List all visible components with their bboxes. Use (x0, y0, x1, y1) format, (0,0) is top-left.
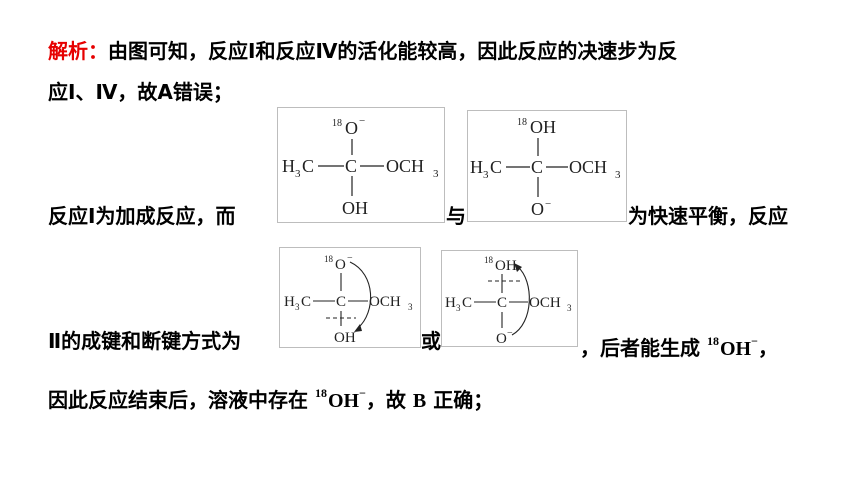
struct-a-h: H (282, 156, 295, 176)
para3-tail: ， (757, 336, 778, 360)
structure-b-box: 18 OH H 3 C C OCH 3 O − (467, 110, 627, 222)
struct-b-top-oh: OH (530, 117, 556, 137)
structure-d: 18 OH H 3 C C OCH 3 O − (445, 255, 572, 346)
struct-a-h-sub: 3 (295, 168, 301, 180)
struct-c-och: OCH (369, 294, 401, 310)
analysis-text-1: 由图可知，反应Ⅰ和反应Ⅳ的活化能较高，因此反应的决速步为反 (108, 39, 678, 63)
struct-d-left-c: C (462, 295, 472, 311)
para2-text-1: 反应Ⅰ为加成反应，而 (48, 204, 236, 228)
struct-c-bottom-oh: OH (334, 330, 356, 346)
struct-a-och-sub: 3 (433, 168, 439, 180)
struct-b-och: OCH (569, 157, 607, 177)
structure-b: 18 OH H 3 C C OCH 3 O − (470, 117, 621, 219)
struct-c-top-o: O (335, 257, 346, 273)
struct-b-left-c: C (490, 157, 502, 177)
para4-charge: − (359, 386, 366, 400)
struct-b-och-sub: 3 (615, 169, 621, 181)
struct-d-och: OCH (529, 295, 561, 311)
struct-b-center-c: C (531, 157, 543, 177)
para2-left: 反应Ⅰ为加成反应，而 (48, 203, 235, 229)
para4-text-2: ，故 (365, 388, 406, 412)
struct-c-center-c: C (336, 294, 346, 310)
para3-text-2: ，后者能生成 (580, 336, 700, 360)
para3-isotope: 18 (706, 334, 719, 348)
para4-text-3: 正确； (433, 388, 494, 412)
structure-a: 18 O − H 3 C C OCH 3 OH (282, 115, 439, 218)
para4-isotope: 18 (314, 386, 327, 400)
para3-connector: 或 (421, 328, 441, 354)
struct-b-h: H (470, 157, 483, 177)
para2-connector: 与 (446, 203, 466, 229)
struct-b-bottom-o: O (531, 199, 544, 219)
structure-c-box: 18 O − H 3 C C OCH 3 OH (279, 247, 421, 348)
struct-c-left-c: C (301, 294, 311, 310)
struct-a-top-atom: O (345, 118, 358, 138)
analysis-line-2: 应Ⅰ、Ⅳ，故A错误； (48, 79, 233, 105)
para2-connector-text: 与 (446, 204, 466, 228)
struct-c-top-charge: − (347, 253, 353, 264)
para2-text-2: 为快速平衡，反应 (628, 204, 788, 228)
struct-b-h-sub: 3 (483, 169, 489, 181)
para3-charge: − (751, 334, 758, 348)
struct-d-h-sub: 3 (456, 303, 461, 313)
struct-d-och-sub: 3 (567, 303, 572, 313)
struct-a-bottom-oh: OH (342, 198, 368, 218)
structure-c: 18 O − H 3 C C OCH 3 OH (284, 253, 413, 346)
struct-d-center-c: C (497, 295, 507, 311)
struct-b-isotope: 18 (517, 117, 527, 128)
para3-right: ，后者能生成 18OH−， (580, 328, 778, 362)
para2-right: 为快速平衡，反应 (628, 203, 788, 229)
analysis-text-2: 应Ⅰ、Ⅳ，故A错误； (48, 80, 233, 104)
struct-c-h: H (284, 294, 295, 310)
struct-d-top-oh: OH (495, 258, 517, 274)
structure-d-box: 18 OH H 3 C C OCH 3 O − (441, 250, 578, 347)
para3-species-text: OH (719, 338, 752, 360)
struct-a-left-c: C (302, 156, 314, 176)
struct-b-bottom-charge: − (545, 198, 551, 210)
para4-text-1: 因此反应结束后，溶液中存在 (48, 388, 308, 412)
analysis-label: 解析： (48, 39, 108, 63)
para4-species: 18OH− (315, 386, 366, 412)
struct-d-bottom-o: O (496, 331, 507, 346)
struct-d-h: H (445, 295, 456, 311)
struct-d-isotope: 18 (484, 255, 494, 265)
para3-species: 18OH− (707, 334, 758, 360)
structure-a-box: 18 O − H 3 C C OCH 3 OH (277, 107, 445, 223)
para3-left: Ⅱ的成键和断键方式为 (48, 328, 241, 354)
para3-text-1: Ⅱ的成键和断键方式为 (48, 329, 242, 353)
para4-species-text: OH (327, 390, 360, 412)
struct-c-h-sub: 3 (295, 302, 300, 312)
struct-c-och-sub: 3 (408, 302, 413, 312)
struct-a-och: OCH (386, 156, 424, 176)
para4-line: 因此反应结束后，溶液中存在 18OH−，故 B 正确； (48, 380, 493, 414)
analysis-line-1: 解析：由图可知，反应Ⅰ和反应Ⅳ的活化能较高，因此反应的决速步为反 (48, 38, 677, 64)
struct-a-top-charge: − (359, 115, 365, 127)
para3-connector-text: 或 (421, 329, 441, 353)
struct-a-isotope: 18 (332, 118, 342, 129)
struct-a-center-c: C (345, 156, 357, 176)
para4-option-letter: B (412, 390, 427, 412)
struct-d-bottom-charge: − (507, 328, 513, 339)
struct-c-isotope: 18 (324, 254, 334, 264)
